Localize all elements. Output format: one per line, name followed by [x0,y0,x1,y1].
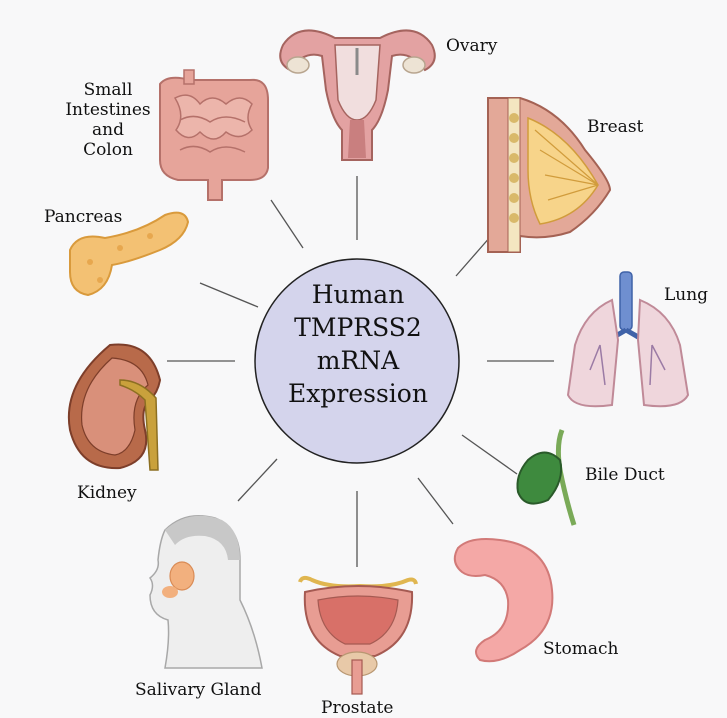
salivary-gland-illustration [150,516,262,668]
label-pancreas: Pancreas [44,207,122,227]
connector-stomach [418,478,453,524]
label-prostate: Prostate [321,698,393,718]
label-bile-duct: Bile Duct [585,465,665,485]
stomach-illustration [455,539,553,661]
connector-salivary-gland [238,459,277,501]
label-kidney: Kidney [77,483,137,503]
connector-intestines [271,200,303,248]
label-lung: Lung [664,285,708,305]
connector-bile-duct [462,435,517,474]
intestines-illustration [160,70,268,200]
connector-pancreas [200,283,258,307]
kidney-illustration [69,344,160,470]
prostate-illustration [300,578,416,694]
label-ovary: Ovary [446,36,497,56]
label-salivary-gland: Salivary Gland [135,680,262,700]
label-intestines: Small Intestines and Colon [50,80,166,160]
label-breast: Breast [587,117,643,137]
ovary-illustration [280,30,435,160]
label-stomach: Stomach [543,639,618,659]
bile-duct-illustration [517,430,574,525]
center-title: Human TMPRSS2 mRNA Expression [258,278,458,410]
